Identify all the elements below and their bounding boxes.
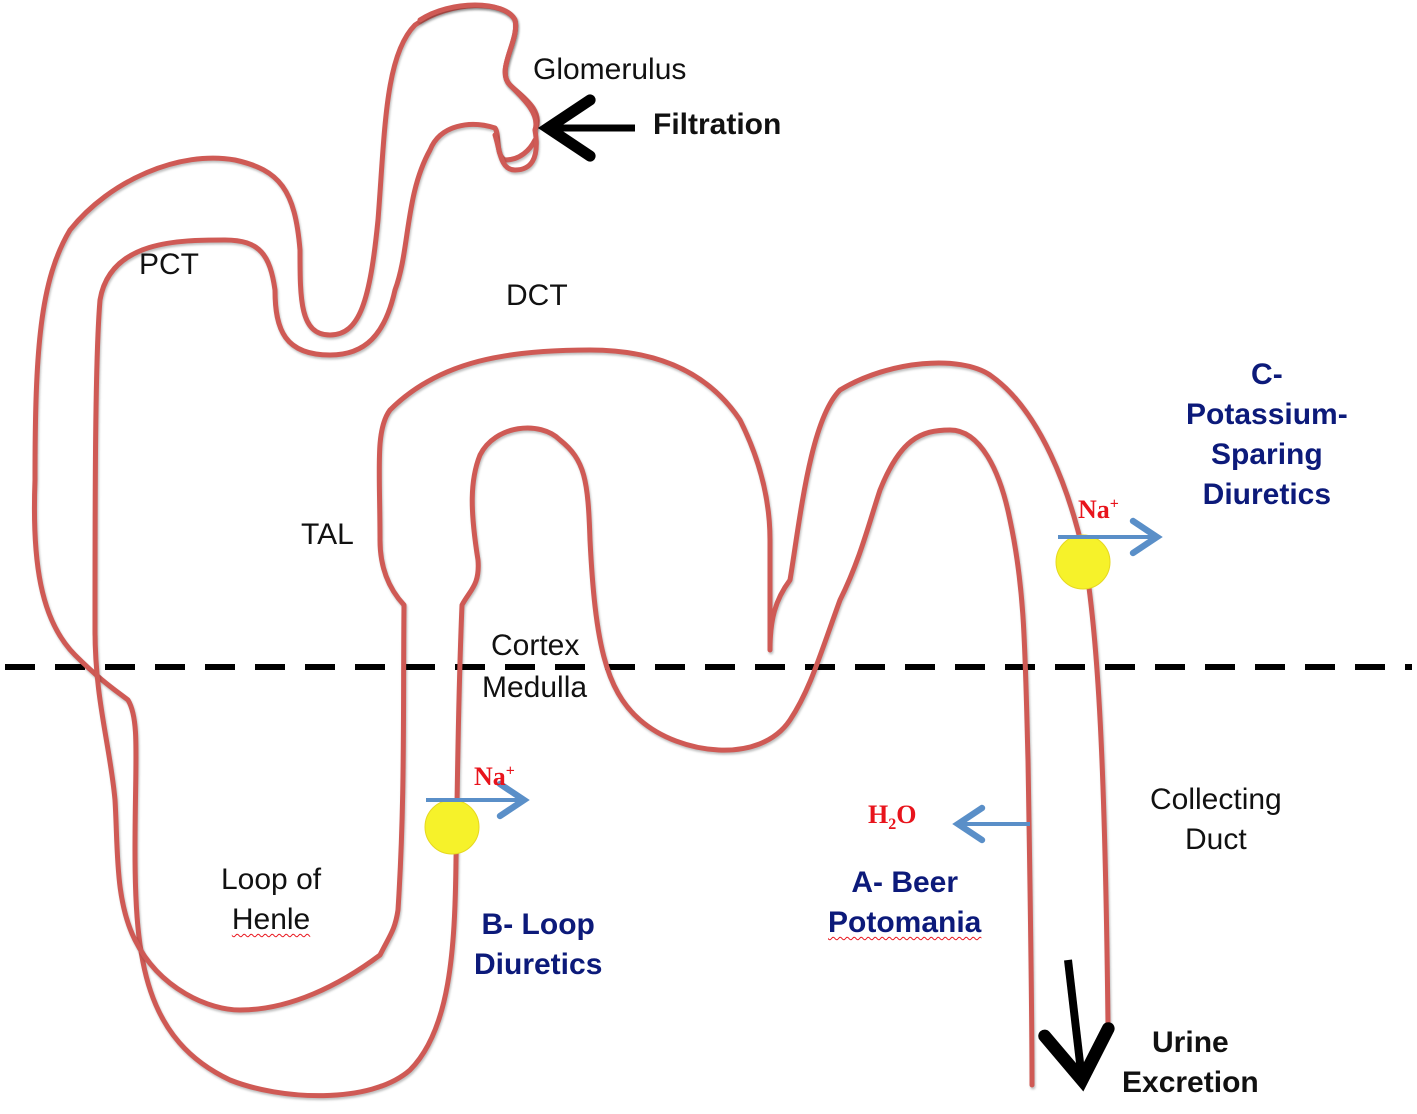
- collecting-duct-label: Collecting Duct: [1150, 780, 1282, 860]
- cd-transporter-icon: [1055, 534, 1111, 590]
- site-c-line2: Potassium-: [1186, 398, 1348, 431]
- water-label: H2O: [868, 800, 916, 834]
- tal-transporter-icon: [424, 799, 480, 855]
- potomania-text: Potomania: [828, 906, 982, 939]
- site-c-line1: C-: [1251, 358, 1283, 391]
- site-b-line2: Diuretics: [474, 948, 603, 981]
- na-cd-charge: +: [1109, 495, 1119, 513]
- glomerulus-label: Glomerulus: [533, 53, 687, 86]
- na-ion-tal: Na+: [474, 762, 515, 792]
- cortex-label: Cortex: [491, 629, 580, 662]
- water-h: H: [868, 800, 889, 829]
- urine-line1: Urine: [1152, 1026, 1229, 1059]
- henle-text: Henle: [231, 903, 311, 936]
- site-b-loop-diuretics: B- Loop Diuretics: [474, 905, 602, 985]
- filtration-label: Filtration: [653, 108, 782, 141]
- tubule-inner-wall: [92, 122, 1111, 1028]
- urine-excretion-arrow: [1038, 959, 1115, 1092]
- water-sub: 2: [888, 816, 897, 834]
- urine-excretion-label: Urine Excretion: [1122, 1023, 1259, 1103]
- glomerulus-outline: [417, 2, 539, 173]
- site-b-line1: B- Loop: [481, 908, 595, 941]
- loop-line2: Henle: [221, 900, 321, 940]
- loop-line1: Loop of: [221, 863, 322, 896]
- dct-label: DCT: [506, 279, 568, 312]
- site-c-line3: Sparing: [1211, 438, 1323, 471]
- na-ion-collecting-duct: Na+: [1078, 495, 1119, 525]
- site-c-potassium-sparing: C- Potassium- Sparing Diuretics: [1186, 355, 1348, 515]
- medulla-label: Medulla: [482, 671, 588, 704]
- site-a-line2: Potomania: [828, 903, 981, 943]
- tal-label: TAL: [301, 518, 354, 551]
- na-cd-base: Na: [1078, 495, 1110, 524]
- site-c-line4: Diuretics: [1202, 478, 1332, 511]
- loop-of-henle-label: Loop of Henle: [221, 860, 321, 940]
- tubule-outer-wall: [31, 3, 1035, 1099]
- site-a-beer-potomania: A- Beer Potomania: [828, 863, 981, 943]
- na-tal-charge: +: [505, 762, 515, 780]
- na-tal-base: Na: [474, 762, 506, 791]
- collecting-line2: Duct: [1185, 823, 1247, 856]
- water-o: O: [896, 800, 917, 829]
- urine-line2: Excretion: [1122, 1066, 1259, 1099]
- collecting-line1: Collecting: [1150, 783, 1282, 816]
- pct-label: PCT: [139, 248, 199, 281]
- site-a-line1: A- Beer: [851, 866, 959, 899]
